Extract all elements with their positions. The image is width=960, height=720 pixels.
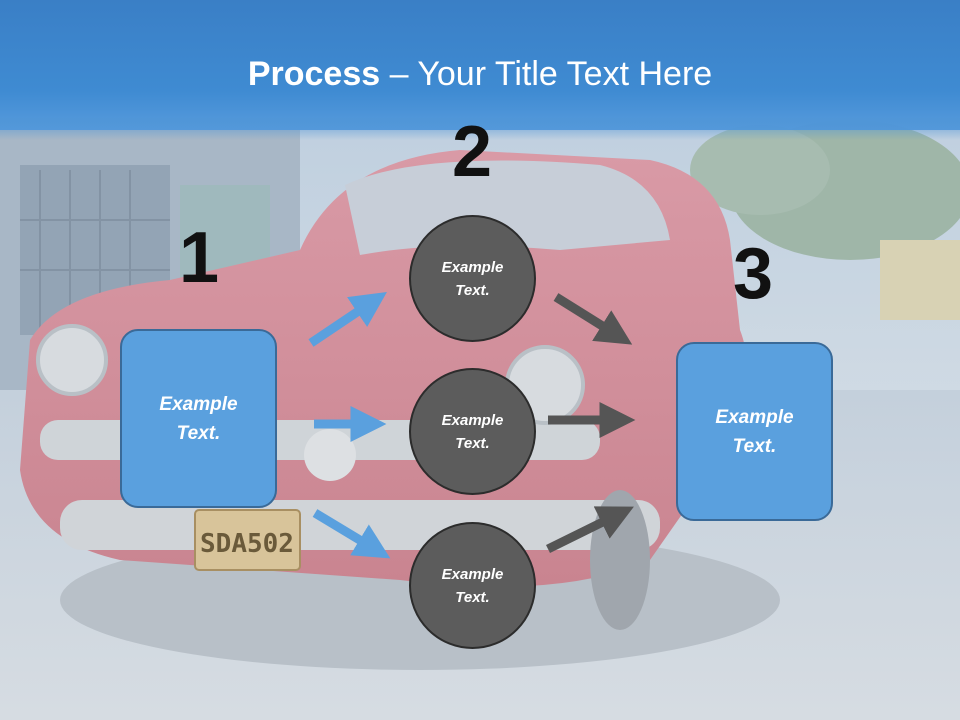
right-text-box-label: Example Text. [715,406,794,457]
step-number-1: 1 [178,218,220,298]
svg-text:SDA502: SDA502 [200,529,294,559]
slide-title: Process – Your Title Text Here [0,52,960,96]
slide-title-rest: – Your Title Text Here [380,55,713,93]
left-text-box-label: Example Text. [159,393,238,444]
circle-top: Example Text. [409,215,536,342]
title-bar-fade [0,118,960,140]
circle-bottom: Example Text. [409,522,536,649]
right-text-box: Example Text. [676,342,833,521]
left-text-box: Example Text. [120,329,277,508]
step-number-2: 2 [451,112,493,192]
circle-middle: Example Text. [409,368,536,495]
title-bar [0,0,960,130]
circle-middle-label: Example Text. [441,411,504,452]
step-number-3: 3 [732,234,774,314]
circle-top-label: Example Text. [441,258,504,299]
slide-title-bold: Process [247,55,381,93]
circle-bottom-label: Example Text. [441,565,504,606]
